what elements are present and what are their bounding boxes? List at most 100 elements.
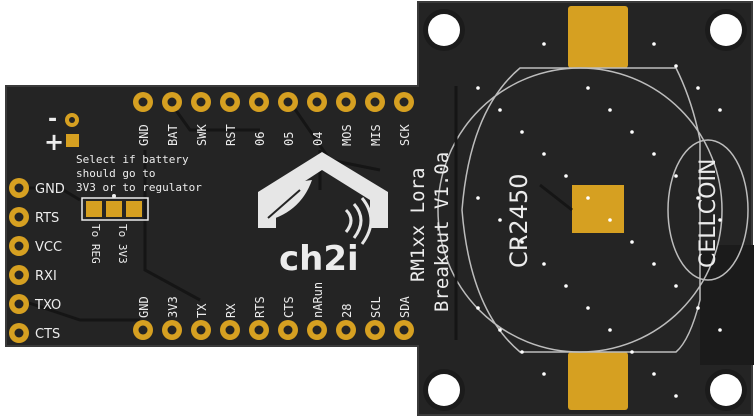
cellcoin-outline bbox=[667, 139, 749, 281]
minus-label: - bbox=[48, 107, 57, 132]
via bbox=[608, 328, 612, 332]
top-pin-label: 05 bbox=[282, 132, 296, 146]
battery-outline bbox=[461, 67, 701, 353]
top-pin-label: 06 bbox=[253, 132, 267, 146]
battery-center-pad bbox=[572, 185, 624, 233]
via bbox=[520, 240, 524, 244]
top-pin: BAT bbox=[162, 92, 182, 146]
top-pin: SWK bbox=[191, 92, 211, 146]
left-pin-label: CTS bbox=[35, 327, 60, 342]
top-pin-row: GND BAT SWK RST 06 05 04 MOS MIS SCK bbox=[133, 92, 414, 146]
bottom-pin: CTS bbox=[278, 296, 298, 340]
top-pin-label: GND bbox=[137, 124, 151, 146]
bottom-pin-label: nARun bbox=[311, 282, 325, 318]
jumper-right-label: To 3V3 bbox=[116, 224, 129, 264]
battery-note: Select if battery should go to 3V3 or to… bbox=[76, 153, 202, 194]
solder-jumper: To REG To 3V3 bbox=[81, 194, 149, 264]
bottom-pin: RTS bbox=[249, 296, 269, 340]
via bbox=[630, 130, 634, 134]
via bbox=[718, 108, 722, 112]
via bbox=[476, 86, 480, 90]
pcb-shadow-edge bbox=[700, 245, 754, 365]
battery-note-line3: 3V3 or to regulator bbox=[76, 181, 202, 194]
via bbox=[674, 174, 678, 178]
left-pin: TXO bbox=[9, 294, 61, 314]
left-pin-label: RXI bbox=[35, 269, 57, 284]
bottom-pin: SCL bbox=[365, 296, 385, 340]
via bbox=[630, 240, 634, 244]
jumper-left-label: To REG bbox=[89, 224, 102, 264]
top-pin: 06 bbox=[249, 92, 269, 146]
left-pin-label: VCC bbox=[35, 240, 62, 255]
via bbox=[586, 306, 590, 310]
battery-pad-top bbox=[568, 6, 628, 68]
left-pin-label: RTS bbox=[35, 211, 59, 226]
via bbox=[630, 350, 634, 354]
left-pin: RTS bbox=[9, 207, 59, 227]
via bbox=[520, 350, 524, 354]
bottom-pin-label: RX bbox=[224, 303, 238, 318]
battery-note-line2: should go to bbox=[76, 167, 155, 180]
via bbox=[652, 152, 656, 156]
top-pin: GND bbox=[133, 92, 153, 146]
via bbox=[586, 86, 590, 90]
pcb-traces bbox=[19, 86, 573, 340]
logo-signal-icon bbox=[344, 197, 373, 245]
top-pin: RST bbox=[220, 92, 240, 146]
left-pin: GND bbox=[9, 178, 65, 198]
via bbox=[498, 218, 502, 222]
top-pin: MOS bbox=[336, 92, 356, 146]
bottom-pin-label: SCL bbox=[369, 296, 383, 318]
via bbox=[674, 64, 678, 68]
jumper-pad-center bbox=[106, 201, 122, 217]
via bbox=[586, 196, 590, 200]
bottom-pin-label: RTS bbox=[253, 296, 267, 318]
bottom-pin-label: TX bbox=[195, 303, 209, 318]
via bbox=[542, 262, 546, 266]
via bbox=[542, 152, 546, 156]
bottom-pin: RX bbox=[220, 303, 240, 340]
top-pin-label: BAT bbox=[166, 124, 180, 146]
via bbox=[564, 174, 568, 178]
top-pin: SCK bbox=[394, 92, 414, 146]
jumper-pad-left bbox=[86, 201, 102, 217]
via bbox=[476, 306, 480, 310]
left-pin-label: GND bbox=[35, 182, 65, 197]
left-pin-label: TXO bbox=[34, 298, 61, 313]
via bbox=[696, 196, 700, 200]
top-pin-label: MIS bbox=[369, 124, 383, 146]
bottom-pin: SDA bbox=[394, 296, 414, 340]
jumper-pad-right bbox=[126, 201, 142, 217]
bottom-pin-label: 28 bbox=[340, 304, 354, 318]
bottom-pin-label: 3V3 bbox=[166, 296, 180, 318]
via-dots bbox=[476, 42, 722, 398]
top-pin: 05 bbox=[278, 92, 298, 146]
top-pin-label: SCK bbox=[398, 124, 412, 146]
mounting-holes bbox=[423, 9, 747, 411]
via bbox=[542, 372, 546, 376]
polarity-pads: - + bbox=[44, 107, 79, 156]
bottom-pin-label: SDA bbox=[398, 296, 412, 318]
via bbox=[652, 372, 656, 376]
via bbox=[498, 328, 502, 332]
top-pin-label: RST bbox=[224, 124, 238, 146]
plus-label: + bbox=[44, 128, 64, 156]
via bbox=[476, 196, 480, 200]
plus-pad bbox=[66, 134, 79, 147]
top-pin-label: 04 bbox=[311, 132, 325, 146]
via bbox=[564, 284, 568, 288]
bottom-pin: 28 bbox=[336, 304, 356, 340]
board-name-line1: RM1xx Lora bbox=[407, 168, 429, 282]
top-pin-label: SWK bbox=[195, 124, 209, 146]
via bbox=[608, 218, 612, 222]
via bbox=[696, 306, 700, 310]
via bbox=[652, 262, 656, 266]
bottom-pin-row: GND 3V3 TX RX RTS CTS nARun 28 SCL SDA bbox=[133, 282, 414, 340]
via bbox=[696, 86, 700, 90]
bottom-pin: GND bbox=[133, 296, 153, 340]
battery-note-line1: Select if battery bbox=[76, 153, 189, 166]
bottom-pin: 3V3 bbox=[162, 296, 182, 340]
battery-label: CR2450 bbox=[505, 173, 533, 268]
via bbox=[608, 108, 612, 112]
